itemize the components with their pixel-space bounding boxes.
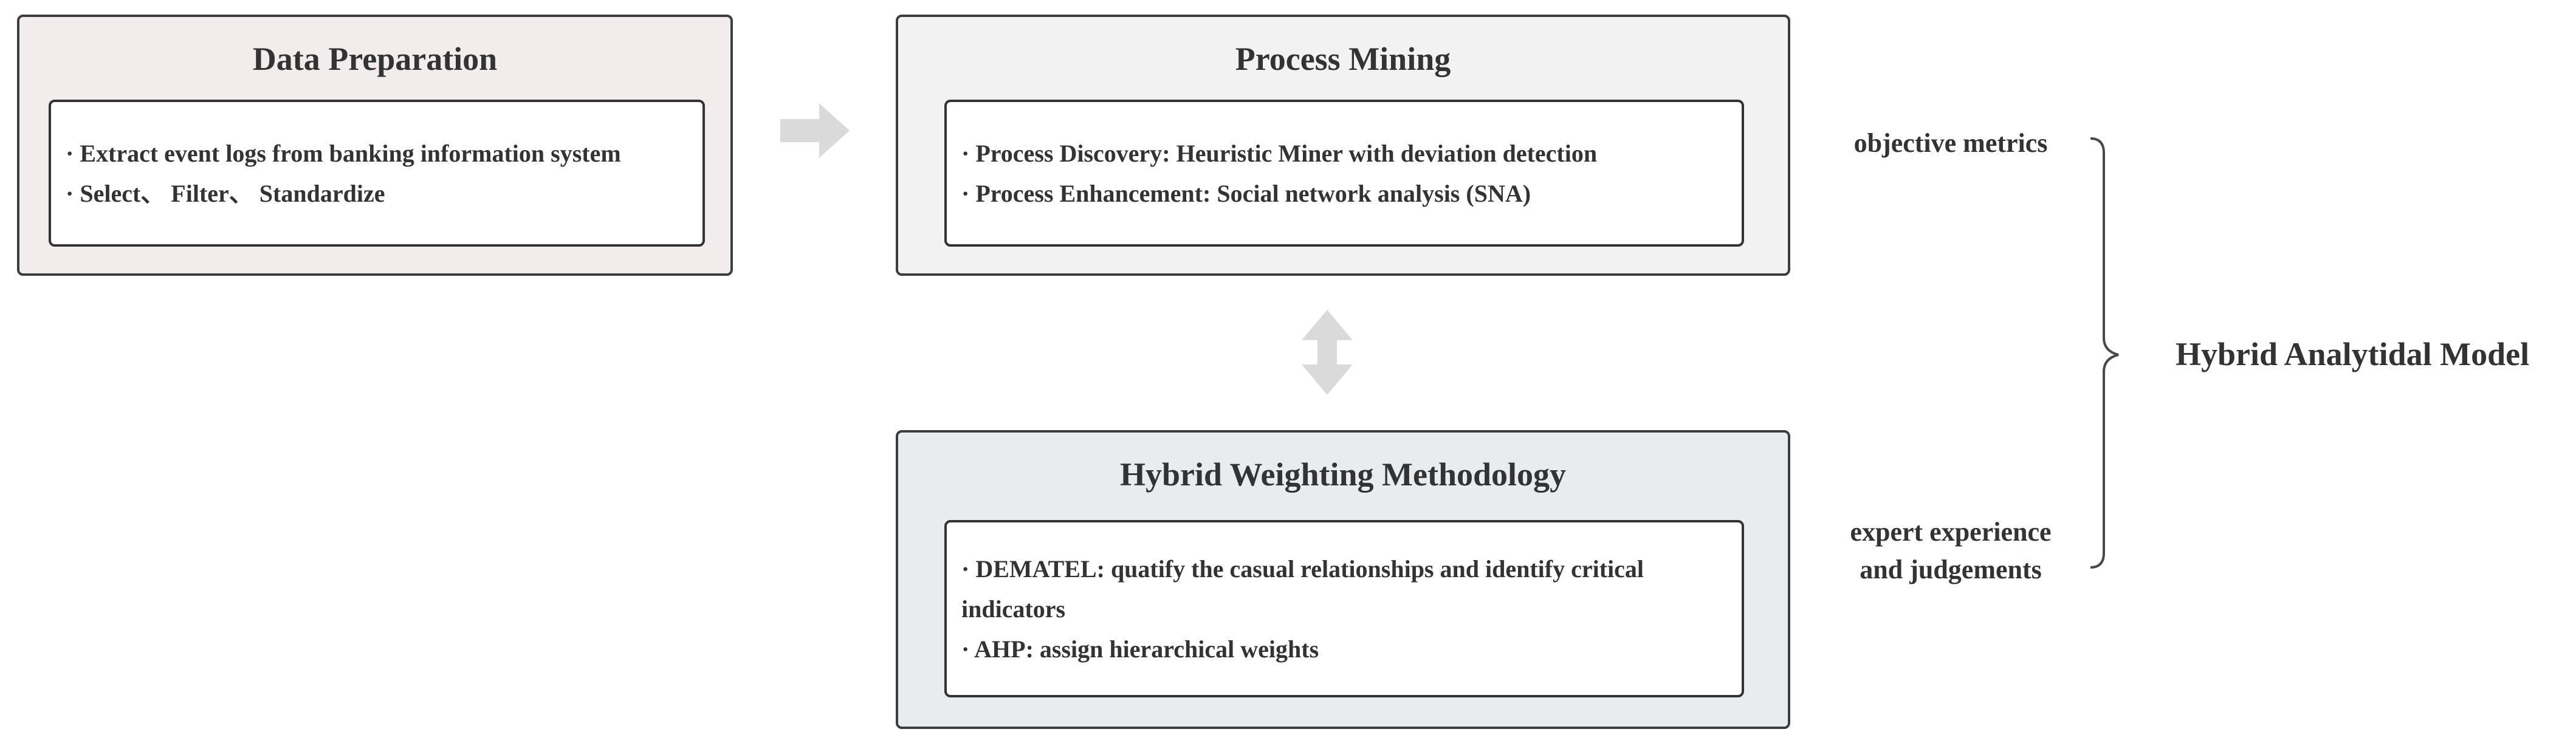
process-mining-title: Process Mining [1235, 41, 1451, 77]
process-mining-item-discovery: · Process Discovery: Heuristic Miner wit… [961, 140, 1598, 167]
hybrid-weighting-item-ahp: · AHP: assign hierarchical weights [961, 635, 1319, 663]
objective-metrics-label: objective metrics [1853, 128, 2048, 158]
data-preparation-item-extract: · Extract event logs from banking inform… [66, 140, 621, 167]
hybrid-model-label: Hybrid Analytidal Model [2176, 336, 2530, 372]
right-curly-brace-icon [2090, 137, 2119, 569]
data-preparation-item-select: · Select、 Filter、 Standardize [66, 180, 385, 207]
data-preparation-panel: Data Preparation · Extract event logs fr… [17, 15, 733, 276]
hybrid-weighting-panel: Hybrid Weighting Methodology · DEMATEL: … [896, 430, 1790, 729]
expert-judgement-label: expert experience and judgements [1829, 513, 2072, 589]
hybrid-weighting-details: · DEMATEL: quatify the casual relationsh… [944, 520, 1744, 697]
expert-label-line-1: expert experience [1850, 517, 2052, 547]
expert-label-line-2: and judgements [1860, 555, 2042, 584]
process-mining-panel: Process Mining · Process Discovery: Heur… [896, 15, 1790, 276]
hybrid-weighting-title: Hybrid Weighting Methodology [1119, 456, 1567, 493]
data-preparation-title: Data Preparation [252, 41, 498, 77]
data-preparation-details: · Extract event logs from banking inform… [49, 100, 705, 247]
process-mining-item-enhancement: · Process Enhancement: Social network an… [961, 180, 1531, 207]
hybrid-weighting-item-dematel: · DEMATEL: quatify the casual relationsh… [961, 555, 1644, 623]
right-arrow-icon [780, 103, 850, 158]
process-mining-details: · Process Discovery: Heuristic Miner wit… [944, 100, 1744, 247]
up-down-arrow-icon [1302, 310, 1353, 395]
